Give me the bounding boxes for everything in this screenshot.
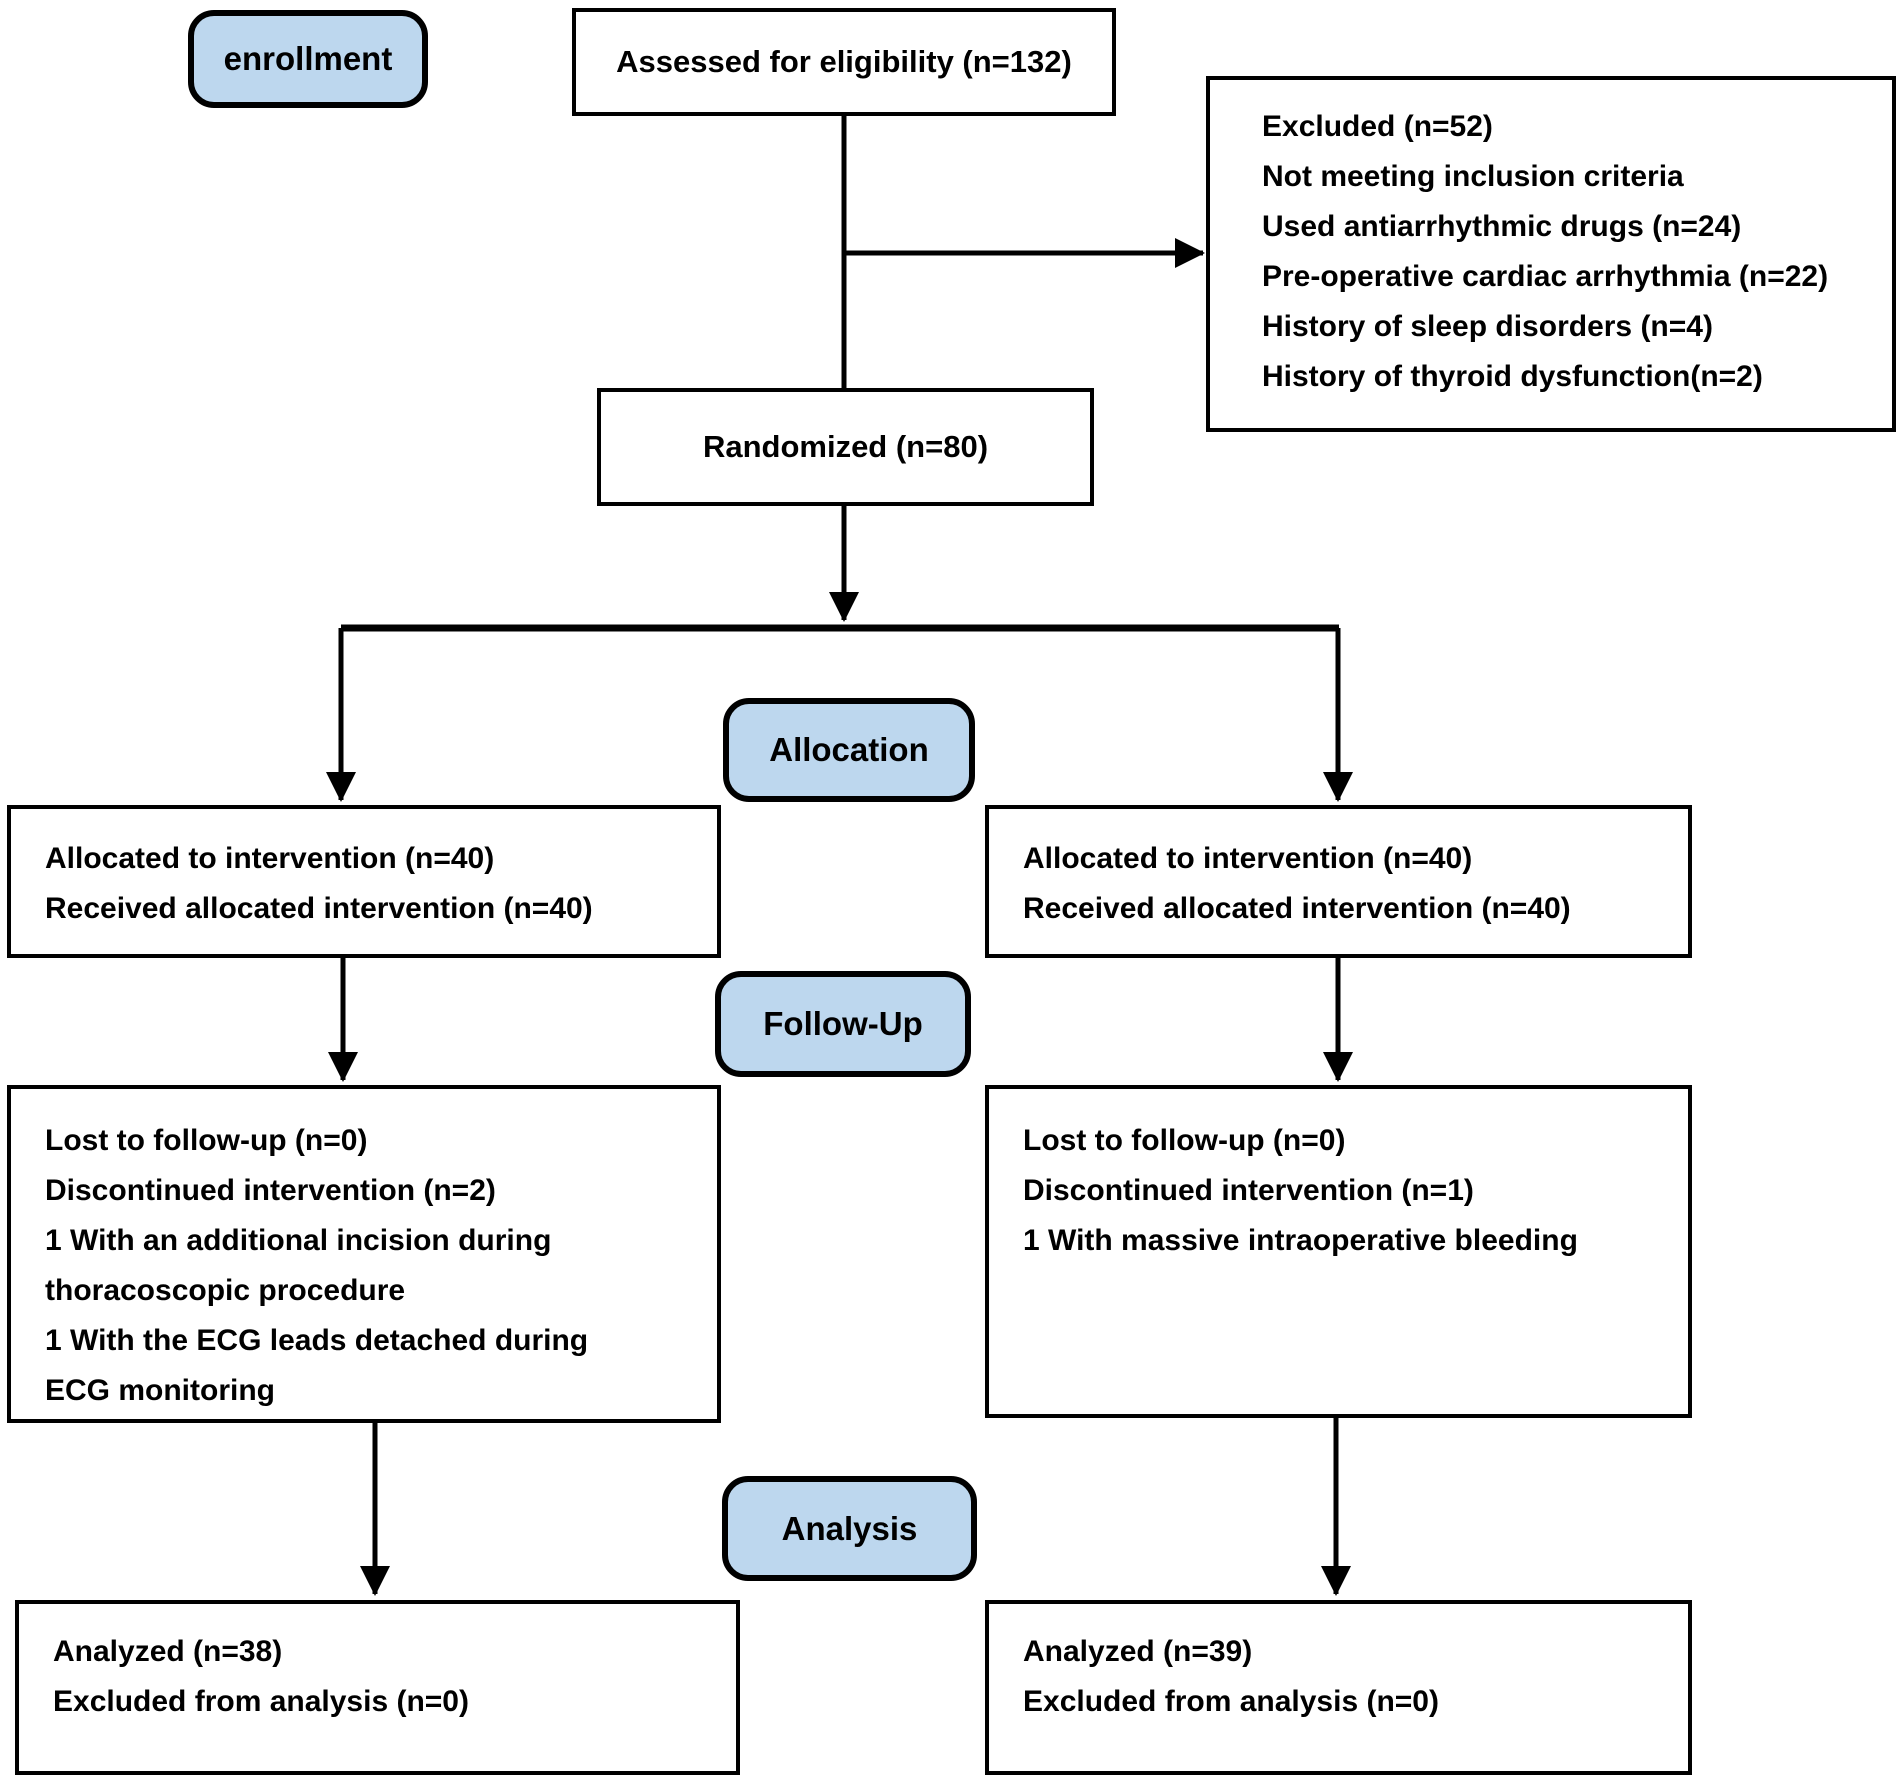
text-line: Discontinued intervention (n=1) xyxy=(1023,1174,1474,1207)
box-assessed-eligibility: Assessed for eligibility (n=132) xyxy=(572,8,1116,116)
text-line: Excluded (n=52) xyxy=(1262,110,1493,143)
stage-label-enrollment: enrollment xyxy=(188,10,428,108)
text-line: Allocated to intervention (n=40) xyxy=(45,842,495,875)
text-line: Lost to follow-up (n=0) xyxy=(45,1124,368,1157)
stage-label-allocation: Allocation xyxy=(723,698,975,802)
text-line: thoracoscopic procedure xyxy=(45,1274,406,1307)
text-line: Lost to follow-up (n=0) xyxy=(1023,1124,1346,1157)
text-line: Discontinued intervention (n=2) xyxy=(45,1174,496,1207)
box-excluded: Excluded (n=52) Not meeting inclusion cri… xyxy=(1206,76,1896,432)
stage-label-text: Analysis xyxy=(781,1509,918,1547)
stage-label-text: Follow-Up xyxy=(763,1005,923,1042)
stage-label-follow-up: Follow-Up xyxy=(715,971,971,1077)
text-line: 1 With the ECG leads detached during xyxy=(45,1324,589,1357)
text-line: History of thyroid dysfunction(n=2) xyxy=(1262,360,1763,393)
text-line: Excluded from analysis (n=0) xyxy=(1023,1685,1439,1718)
text-line: Not meeting inclusion criteria xyxy=(1262,160,1684,193)
box-text: Randomized (n=80) xyxy=(702,429,989,464)
text-line: ECG monitoring xyxy=(45,1374,275,1407)
stage-label-text: Allocation xyxy=(769,731,929,768)
text-line: Analyzed (n=39) xyxy=(1023,1635,1253,1668)
text-line: 1 With an additional incision during xyxy=(45,1224,552,1257)
box-randomized: Randomized (n=80) xyxy=(597,388,1094,506)
text-line: Excluded from analysis (n=0) xyxy=(53,1685,469,1718)
box-allocated-left: Allocated to intervention (n=40) Received… xyxy=(7,805,721,958)
stage-label-text: enrollment xyxy=(223,40,393,77)
box-follow-up-right: Lost to follow-up (n=0) Discontinued inte… xyxy=(985,1085,1692,1418)
text-line: Used antiarrhythmic drugs (n=24) xyxy=(1262,210,1742,243)
text-line: Allocated to intervention (n=40) xyxy=(1023,842,1473,875)
text-line: Received allocated intervention (n=40) xyxy=(1023,892,1571,925)
text-line: 1 With massive intraoperative bleeding xyxy=(1023,1224,1578,1257)
box-analyzed-right: Analyzed (n=39) Excluded from analysis (n… xyxy=(985,1600,1692,1775)
box-analyzed-left: Analyzed (n=38) Excluded from analysis (n… xyxy=(15,1600,740,1775)
stage-label-analysis: Analysis xyxy=(722,1476,977,1581)
text-line: History of sleep disorders (n=4) xyxy=(1262,310,1713,343)
text-line: Pre-operative cardiac arrhythmia (n=22) xyxy=(1262,260,1829,293)
text-line: Received allocated intervention (n=40) xyxy=(45,892,593,925)
box-text: Assessed for eligibility (n=132) xyxy=(616,44,1072,79)
text-line: Analyzed (n=38) xyxy=(53,1635,283,1668)
box-follow-up-left: Lost to follow-up (n=0) Discontinued inte… xyxy=(7,1085,721,1423)
box-allocated-right: Allocated to intervention (n=40) Received… xyxy=(985,805,1692,958)
